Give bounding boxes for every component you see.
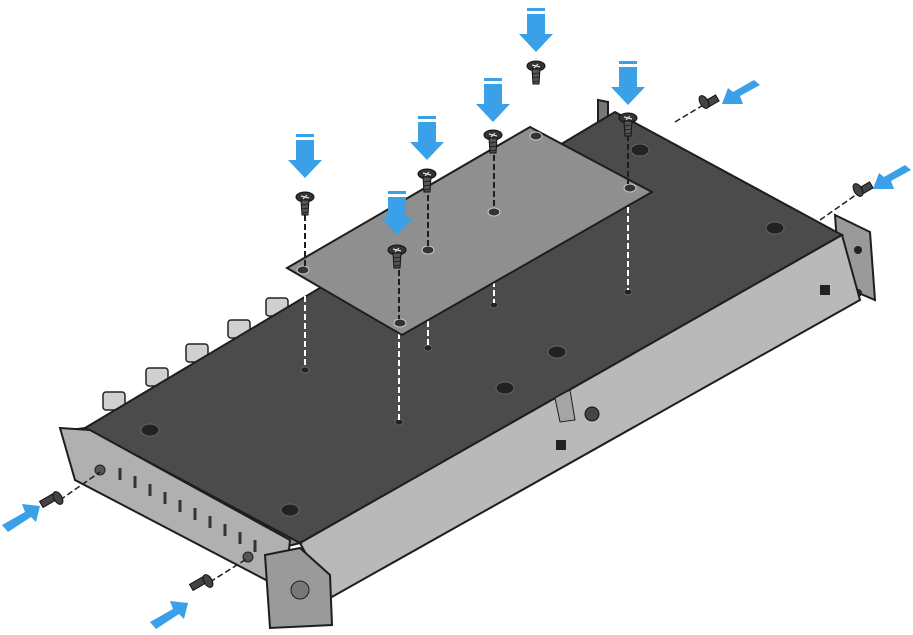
mounting-plate bbox=[285, 125, 655, 337]
power-button bbox=[584, 406, 600, 422]
down-arrow-icon bbox=[519, 8, 553, 52]
down-arrow-icon bbox=[288, 134, 322, 178]
down-arrow-icon bbox=[410, 116, 444, 160]
side-arrow-icon bbox=[873, 165, 911, 189]
screw-icon bbox=[698, 94, 720, 109]
side-arrow-icon bbox=[722, 80, 760, 104]
vent-slots bbox=[118, 468, 257, 552]
brand-logo bbox=[556, 440, 566, 450]
screw-icon bbox=[188, 574, 214, 592]
down-arrow-icon bbox=[476, 78, 510, 122]
down-arrow-icon bbox=[611, 61, 645, 105]
ear-hole bbox=[854, 246, 862, 254]
module-divider bbox=[554, 389, 576, 423]
mounting-holes bbox=[140, 143, 785, 517]
side-arrows bbox=[2, 80, 911, 629]
side-arrow-icon bbox=[150, 601, 188, 629]
side-arrow-icon bbox=[2, 504, 40, 532]
ear-hole bbox=[94, 464, 106, 476]
screw-icon bbox=[526, 60, 546, 85]
side-guide-lines bbox=[59, 103, 861, 583]
screw-icon bbox=[852, 181, 874, 197]
ear-hole bbox=[242, 551, 254, 563]
guide-lines-on-plate bbox=[304, 135, 629, 319]
ear-hole bbox=[290, 580, 310, 600]
side-screws bbox=[38, 94, 874, 592]
screw-icon bbox=[38, 491, 64, 509]
plate-holes bbox=[296, 131, 637, 328]
brand-logo bbox=[820, 285, 830, 295]
screw-icon bbox=[295, 191, 315, 216]
